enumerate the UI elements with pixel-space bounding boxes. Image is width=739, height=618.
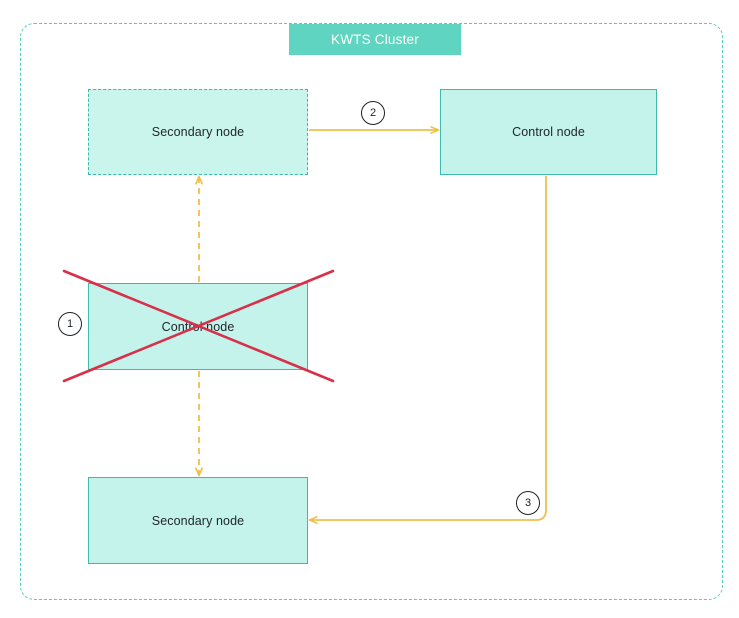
node-secondary-top-label: Secondary node <box>151 125 245 139</box>
node-secondary-top[interactable]: Secondary node <box>88 89 308 175</box>
step-marker-1-label: 1 <box>66 318 74 330</box>
step-marker-3: 3 <box>516 491 540 515</box>
node-secondary-bottom[interactable]: Secondary node <box>88 477 308 564</box>
node-secondary-bottom-label: Secondary node <box>151 513 245 528</box>
cluster-title-banner: KWTS Cluster <box>289 24 461 55</box>
node-control-failed-label: Control node <box>161 319 235 334</box>
step-marker-3-label: 3 <box>524 497 532 509</box>
node-control-failed[interactable]: Control node <box>88 283 308 370</box>
node-control-top[interactable]: Control node <box>440 89 657 175</box>
step-marker-2: 2 <box>361 101 385 125</box>
node-control-top-label: Control node <box>512 125 585 139</box>
step-marker-2-label: 2 <box>369 107 377 119</box>
step-marker-1: 1 <box>58 312 82 336</box>
kwts-cluster-boundary <box>20 23 723 600</box>
